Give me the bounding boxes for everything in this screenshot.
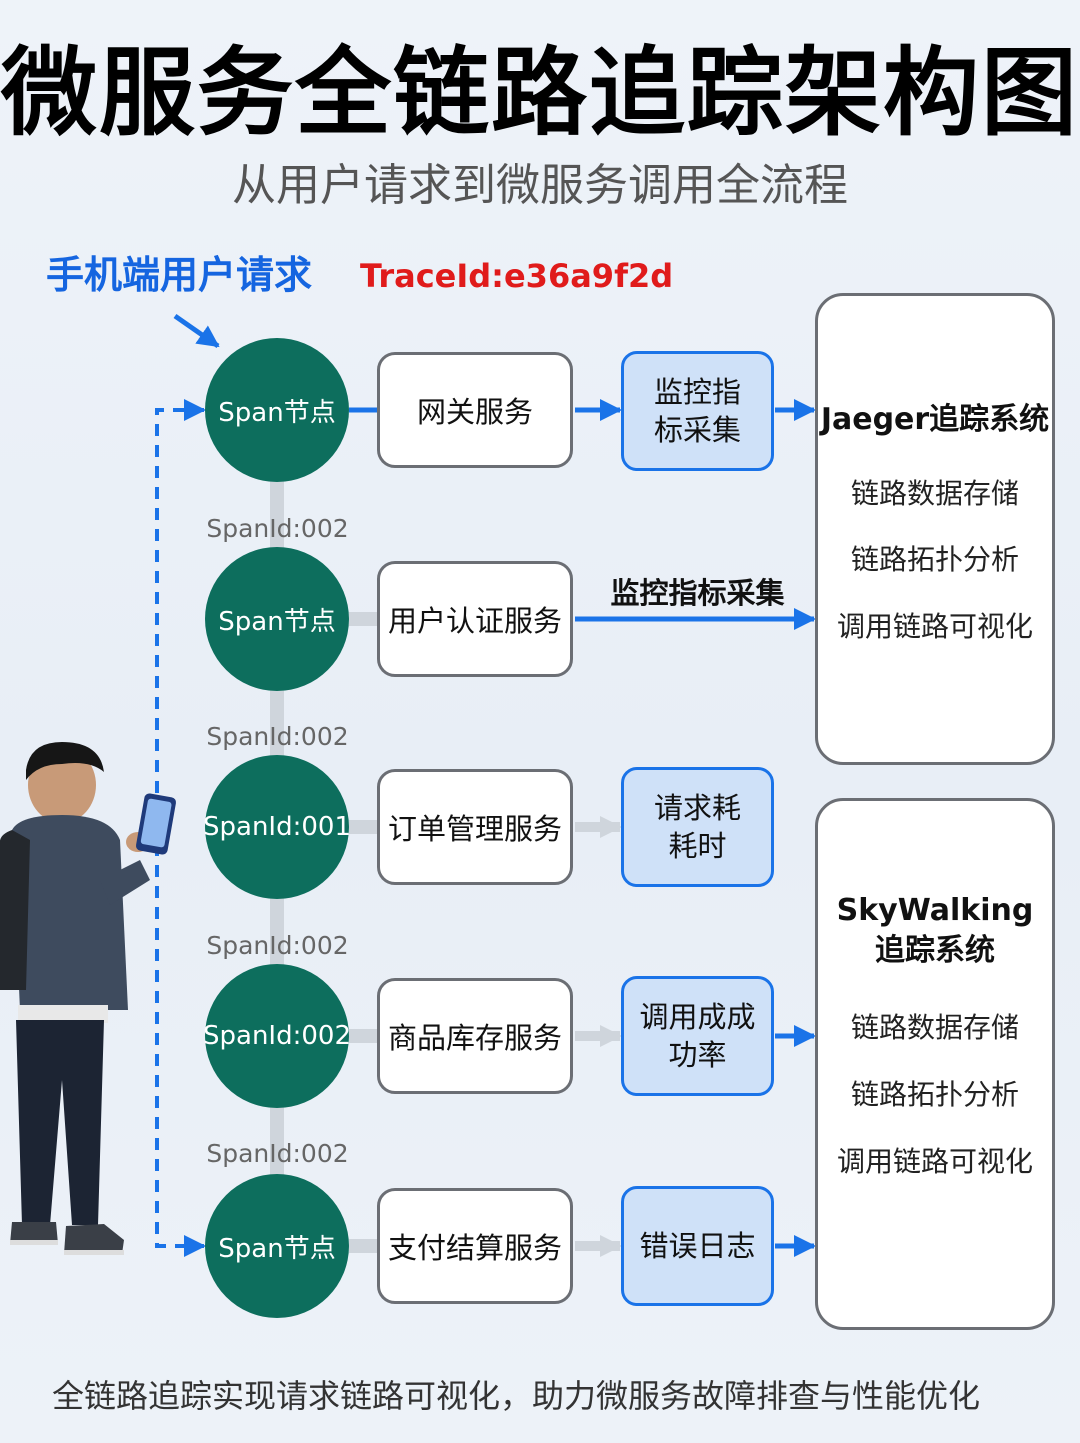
metric-success-rate[interactable]: 调用成成 功率 [621,976,774,1096]
span-node-2[interactable]: Span节点 [205,547,349,691]
jaeger-feature-visualization: 调用链路可视化 [836,610,1033,643]
skywalking-title: SkyWalking 追踪系统 [836,893,1034,968]
metric-latency[interactable]: 请求耗 耗时 [621,767,774,887]
jaeger-feature-storage: 链路数据存储 [850,477,1019,510]
skywalking-feature-visualization: 调用链路可视化 [836,1145,1033,1178]
span-node-5[interactable]: Span节点 [205,1174,349,1318]
service-payment[interactable]: 支付结算服务 [377,1188,573,1304]
trace-id-label: TraceId:e36a9f2d [360,257,674,295]
span-id-label-4: SpanId:002 [206,1139,349,1168]
request-label: 手机端用户请求 [46,253,313,297]
jaeger-system-panel[interactable]: Jaeger追踪系统 链路数据存储 链路拓扑分析 调用链路可视化 [815,293,1055,765]
user-illustration [0,742,177,1255]
metric-collection[interactable]: 监控指 标采集 [621,351,774,471]
span-node-3[interactable]: SpanId:001 [203,755,351,899]
span-id-label-1: SpanId:002 [206,514,349,543]
page-subtitle: 从用户请求到微服务调用全流程 [232,160,848,211]
auth-arrow-label: 监控指标采集 [610,576,785,610]
span-node-4[interactable]: SpanId:002 [203,964,351,1108]
skywalking-feature-storage: 链路数据存储 [850,1011,1019,1044]
span-node-1[interactable]: Span节点 [205,338,349,482]
span-id-label-3: SpanId:002 [206,931,349,960]
span-id-label-2: SpanId:002 [206,722,349,751]
skywalking-feature-topology: 链路拓扑分析 [850,1078,1019,1111]
jaeger-feature-topology: 链路拓扑分析 [850,543,1019,576]
service-order[interactable]: 订单管理服务 [377,769,573,885]
metric-error-log[interactable]: 错误日志 [621,1186,774,1306]
page-title: 微服务全链路追踪架构图 [1,37,1079,149]
request-pointer-arrow [173,313,220,349]
jaeger-title: Jaeger追踪系统 [820,402,1050,437]
service-inventory[interactable]: 商品库存服务 [377,978,573,1094]
service-gateway[interactable]: 网关服务 [377,352,573,468]
footer-caption: 全链路追踪实现请求链路可视化，助力微服务故障排查与性能优化 [52,1377,981,1415]
service-auth[interactable]: 用户认证服务 [377,561,573,677]
skywalking-system-panel[interactable]: SkyWalking 追踪系统 链路数据存储 链路拓扑分析 调用链路可视化 [815,798,1055,1330]
